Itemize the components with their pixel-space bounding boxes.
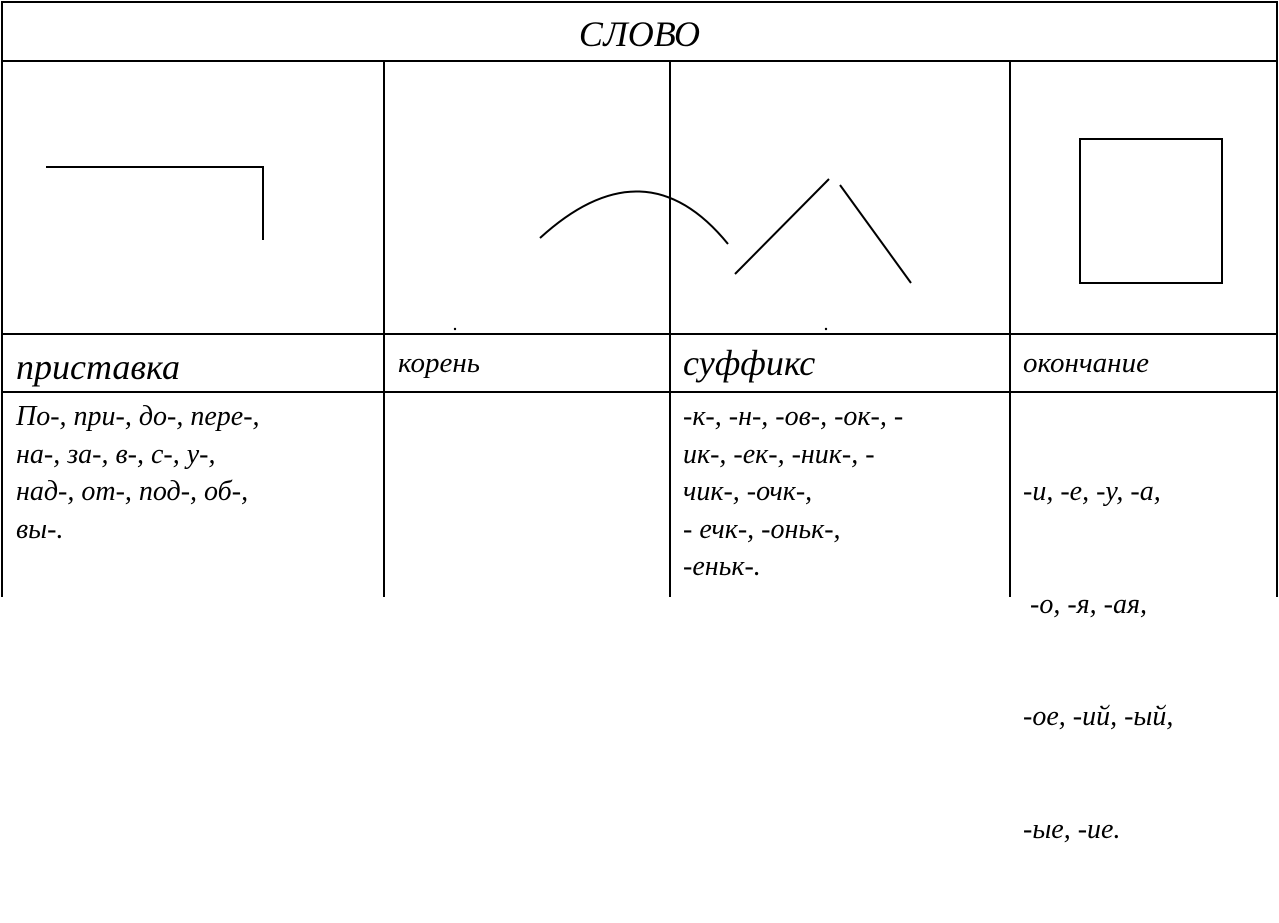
column-divider-2 xyxy=(669,61,671,597)
list-item: -и, -е, -у, -а, xyxy=(1023,476,1161,507)
list-item: -еньк-. xyxy=(683,551,761,582)
table-row-divider-symbols xyxy=(1,333,1278,335)
list-item: ик-, -ек-, -ник-, - xyxy=(683,438,875,470)
root-symbol xyxy=(539,190,729,245)
table-border-right xyxy=(1276,1,1278,597)
ending-list: -и, -е, -у, -а, -о, -я, -ая, -ое, -ий, -… xyxy=(1023,398,1173,923)
header-suffix: суффикс xyxy=(683,343,816,383)
list-item: над-, от-, под-, об-, xyxy=(16,476,249,507)
header-prefix: приставка xyxy=(16,347,180,387)
table-row-divider-headers xyxy=(1,391,1278,393)
list-item: вы-. xyxy=(16,513,64,545)
word-title: СЛОВО xyxy=(578,14,701,54)
suffix-symbol xyxy=(734,178,912,284)
list-item: -ые, -ие. xyxy=(1023,813,1121,845)
column-divider-3 xyxy=(1009,61,1011,597)
list-item: на-, за-, в-, с-, у-, xyxy=(16,438,216,470)
table-border-left xyxy=(1,1,3,597)
dot-mark xyxy=(453,327,457,331)
header-root: корень xyxy=(398,347,480,379)
dot-mark xyxy=(824,327,828,331)
list-item: чик-, -очк-, xyxy=(683,476,813,507)
list-item: По-, при-, до-, пере-, xyxy=(16,401,260,432)
list-item: -ое, -ий, -ый, xyxy=(1023,701,1174,732)
prefix-list: По-, при-, до-, пере-, на-, за-, в-, с-,… xyxy=(16,398,260,548)
column-divider-1 xyxy=(383,61,385,597)
list-item: -о, -я, -ая, xyxy=(1023,588,1148,620)
suffix-list: -к-, -н-, -ов-, -ок-, - ик-, -ек-, -ник-… xyxy=(683,398,903,586)
suffix-symbol-right-line xyxy=(839,184,912,284)
ending-symbol xyxy=(1079,138,1223,284)
table-border-top xyxy=(1,1,1278,3)
list-item: -к-, -н-, -ов-, -ок-, - xyxy=(683,401,904,432)
list-item: - ечк-, -оньк-, xyxy=(683,513,841,545)
header-ending: окончание xyxy=(1023,347,1149,379)
prefix-symbol xyxy=(46,166,264,240)
suffix-symbol-left-line xyxy=(734,178,830,275)
table-row-divider-title xyxy=(1,60,1278,62)
morpheme-table: СЛОВО приставка корень суффикс окончание… xyxy=(1,1,1278,845)
